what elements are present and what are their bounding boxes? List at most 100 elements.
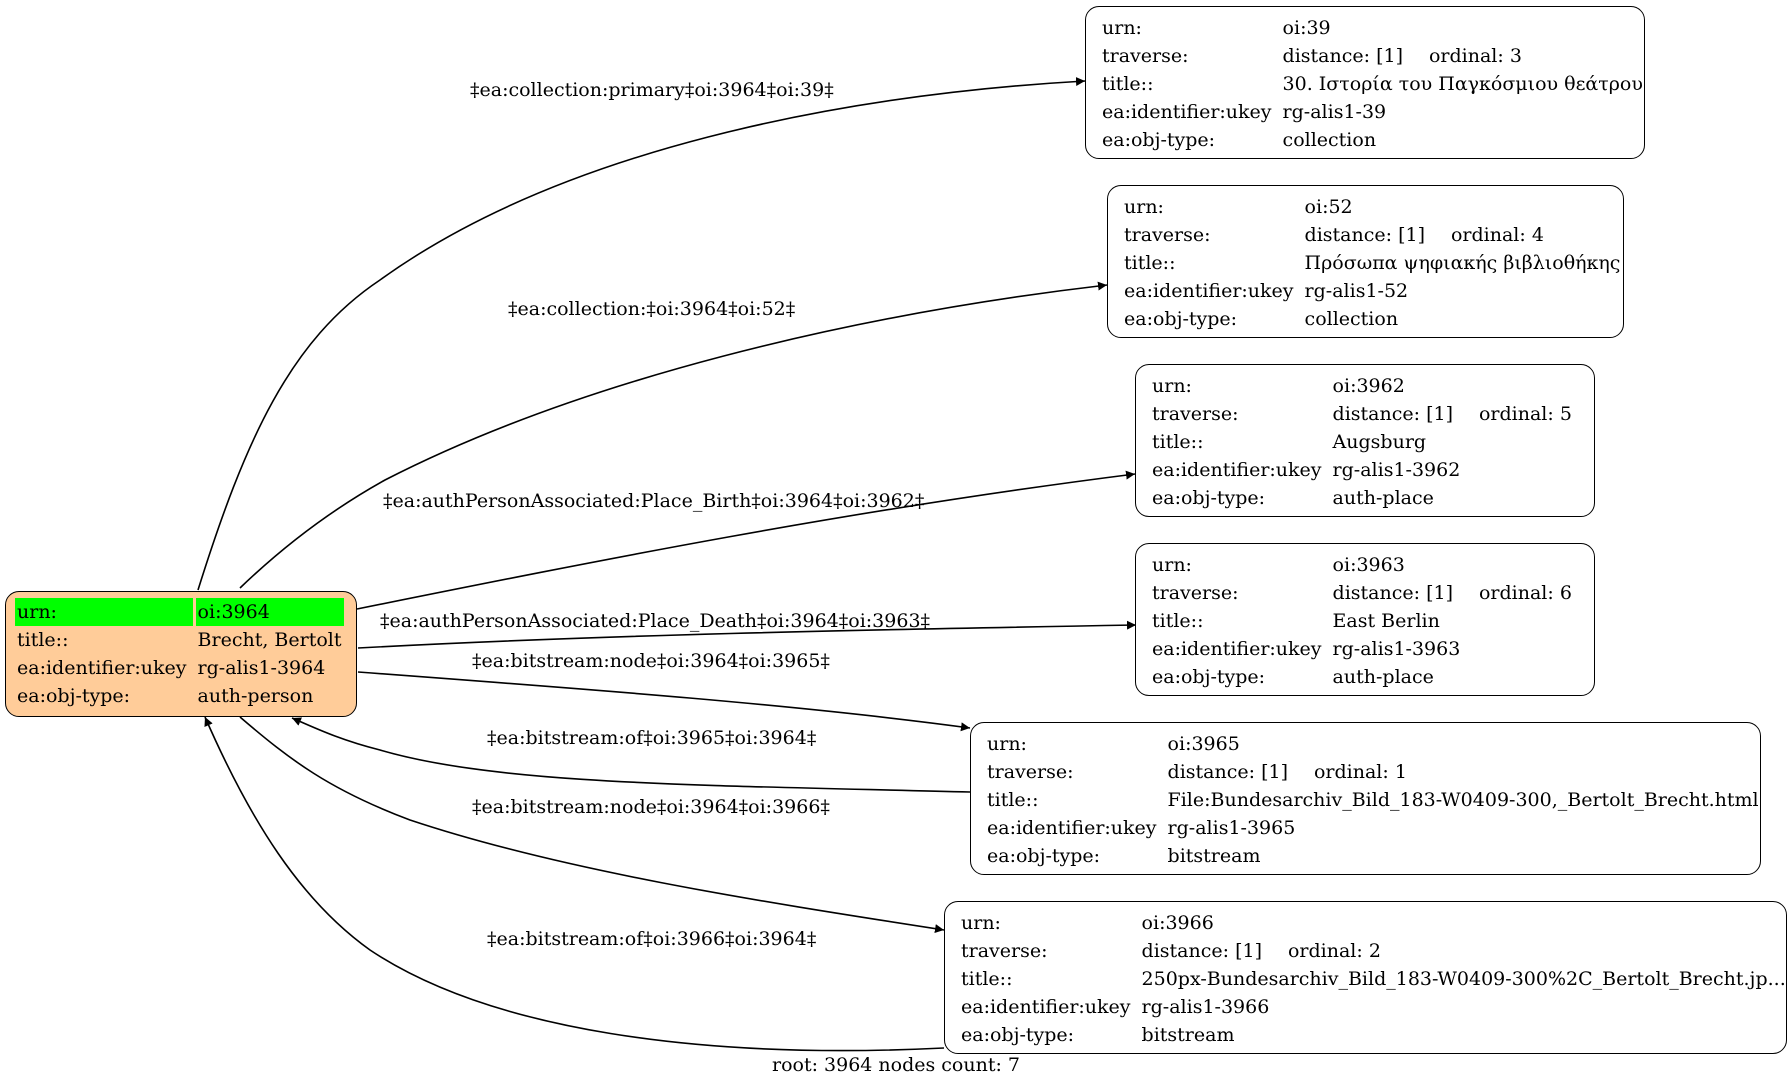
ordinal-value: ordinal: 5: [1478, 403, 1572, 425]
row-key: ea:identifier:ukey: [987, 817, 1157, 839]
row-key: traverse:: [1152, 582, 1239, 604]
row-key: traverse:: [1124, 224, 1211, 246]
ordinal-value: ordinal: 3: [1428, 45, 1522, 67]
edge-root-to-oi52[interactable]: [239, 281, 1108, 589]
row-value: auth-person: [197, 685, 314, 707]
row-value: bitstream: [1141, 1024, 1235, 1046]
edge-root-to-oi39[interactable]: [197, 77, 1086, 591]
node-oi-39[interactable]: urn: oi:39 traverse: distance: [1] ordinal:…: [1085, 6, 1645, 159]
edge-oi3966-to-root[interactable]: [204, 716, 945, 1052]
root-node-table: urn: oi:3964 title:: Brecht, Bertolt ea:…: [12, 598, 347, 710]
row-value: Brecht, Bertolt: [197, 629, 342, 651]
node-table: urn: oi:52 traverse: distance: [1] ordinal:…: [1119, 193, 1625, 333]
row-key: title::: [1152, 431, 1204, 453]
row-value: oi:52: [1304, 196, 1353, 218]
row-key: ea:identifier:ukey: [17, 657, 187, 679]
node-table: urn: oi:39 traverse: distance: [1] ordinal:…: [1097, 14, 1648, 154]
row-key: traverse:: [1152, 403, 1239, 425]
row-value: Augsburg: [1332, 431, 1427, 453]
distance-value: distance: [1]: [1167, 761, 1288, 783]
row-key: ea:obj-type:: [1152, 487, 1266, 509]
edge-label: ‡ea:collection:‡oi:3964‡oi:52‡: [508, 298, 795, 320]
row-value: collection: [1304, 308, 1399, 330]
row-value: oi:3962: [1332, 375, 1405, 397]
row-key: traverse:: [961, 940, 1048, 962]
root-node-row: ea:obj-type: auth-person: [15, 682, 344, 710]
row-value: distance: [1] ordinal: 5: [1331, 400, 1574, 428]
row-value: rg-alis1-3965: [1167, 817, 1296, 839]
node-table: urn: oi:3963 traverse: distance: [1]ordina…: [1147, 551, 1577, 691]
row-key: ea:obj-type:: [1124, 308, 1238, 330]
row-value: rg-alis1-39: [1282, 101, 1387, 123]
row-value: rg-alis1-3966: [1141, 996, 1270, 1018]
distance-value: distance: [1]: [1282, 45, 1403, 67]
row-key: title::: [1152, 610, 1204, 632]
distance-value: distance: [1]: [1332, 582, 1453, 604]
edge-root-to-oi3966[interactable]: [239, 716, 945, 934]
row-key: title::: [1102, 73, 1154, 95]
node-oi-3966[interactable]: urn: oi:3966 traverse: distance: [1]ordina…: [944, 901, 1787, 1054]
row-key: title::: [961, 968, 1013, 990]
row-key: ea:obj-type:: [987, 845, 1101, 867]
root-node-row: urn: oi:3964: [15, 598, 344, 626]
row-value: 250px-Bundesarchiv_Bild_183-W0409-300%2C…: [1141, 968, 1786, 990]
ordinal-value: ordinal: 2: [1287, 940, 1381, 962]
ordinal-value: ordinal: 4: [1450, 224, 1544, 246]
row-value: oi:3966: [1141, 912, 1214, 934]
row-key: ea:identifier:ukey: [1102, 101, 1272, 123]
edge-label: ‡ea:authPersonAssociated:Place_Birth‡oi:…: [383, 490, 924, 512]
row-value: File:Bundesarchiv_Bild_183-W0409-300,_Be…: [1167, 789, 1759, 811]
row-value: rg-alis1-3963: [1332, 638, 1461, 660]
row-key: urn:: [1124, 196, 1164, 218]
row-value: rg-alis1-52: [1304, 280, 1409, 302]
root-node[interactable]: urn: oi:3964 title:: Brecht, Bertolt ea:…: [5, 591, 357, 717]
row-key: ea:identifier:ukey: [1152, 459, 1322, 481]
row-value: collection: [1282, 129, 1377, 151]
row-value: distance: [1] ordinal: 4: [1303, 221, 1623, 249]
row-key: urn:: [1152, 375, 1192, 397]
row-key: urn:: [1102, 17, 1142, 39]
row-value: rg-alis1-3962: [1332, 459, 1461, 481]
row-value: oi:3964: [195, 598, 344, 626]
row-key: traverse:: [1102, 45, 1189, 67]
row-value: rg-alis1-3964: [197, 657, 326, 679]
row-value: auth-place: [1332, 487, 1434, 509]
edge-label: ‡ea:bitstream:of‡oi:3966‡oi:3964‡: [487, 928, 816, 950]
row-key: title::: [987, 789, 1039, 811]
node-oi-3965[interactable]: urn:oi:3965 traverse:distance: [1]ordina…: [970, 722, 1761, 875]
node-table: urn: oi:3962 traverse: distance: [1] ordina…: [1147, 372, 1577, 512]
ordinal-value: ordinal: 1: [1313, 761, 1407, 783]
node-table: urn: oi:3966 traverse: distance: [1]ordina…: [956, 909, 1791, 1049]
row-key: urn:: [15, 598, 193, 626]
edge-root-to-oi3963[interactable]: [357, 620, 1137, 649]
row-key: ea:identifier:ukey: [961, 996, 1131, 1018]
row-key: urn:: [961, 912, 1001, 934]
row-value: distance: [1] ordinal: 1: [1166, 758, 1761, 786]
distance-value: distance: [1]: [1332, 403, 1453, 425]
row-key: urn:: [1152, 554, 1192, 576]
row-value: distance: [1]ordinal: 6: [1331, 579, 1574, 607]
row-value: Πρόσωπα ψηφιακής βιβλιοθήκης: [1304, 252, 1621, 274]
node-oi-3962[interactable]: urn: oi:3962 traverse: distance: [1] ordina…: [1135, 364, 1595, 517]
node-table: urn:oi:3965 traverse:distance: [1]ordina…: [982, 730, 1764, 870]
row-value: distance: [1] ordinal: 3: [1281, 42, 1645, 70]
row-key: traverse:: [987, 761, 1074, 783]
row-key: ea:obj-type:: [1102, 129, 1216, 151]
distance-value: distance: [1]: [1304, 224, 1425, 246]
row-key: ea:obj-type:: [1152, 666, 1266, 688]
row-value: oi:39: [1282, 17, 1331, 39]
edge-oi3965-to-root[interactable]: [291, 717, 971, 793]
node-oi-52[interactable]: urn: oi:52 traverse: distance: [1] ordinal:…: [1107, 185, 1624, 338]
edge-label: ‡ea:collection:primary‡oi:3964‡oi:39‡: [470, 79, 834, 101]
row-key: title::: [17, 629, 69, 651]
node-oi-3963[interactable]: urn: oi:3963 traverse: distance: [1]ordina…: [1135, 543, 1595, 696]
row-value: oi:3963: [1332, 554, 1405, 576]
row-value: oi:3965: [1167, 733, 1240, 755]
row-key: title::: [1124, 252, 1176, 274]
edge-root-to-oi3962[interactable]: [356, 470, 1136, 610]
edge-root-to-oi3965[interactable]: [357, 671, 971, 732]
row-value: bitstream: [1167, 845, 1261, 867]
graph-footer: root: 3964 nodes count: 7: [771, 1054, 1021, 1076]
row-value: distance: [1]ordinal: 2: [1140, 937, 1788, 965]
